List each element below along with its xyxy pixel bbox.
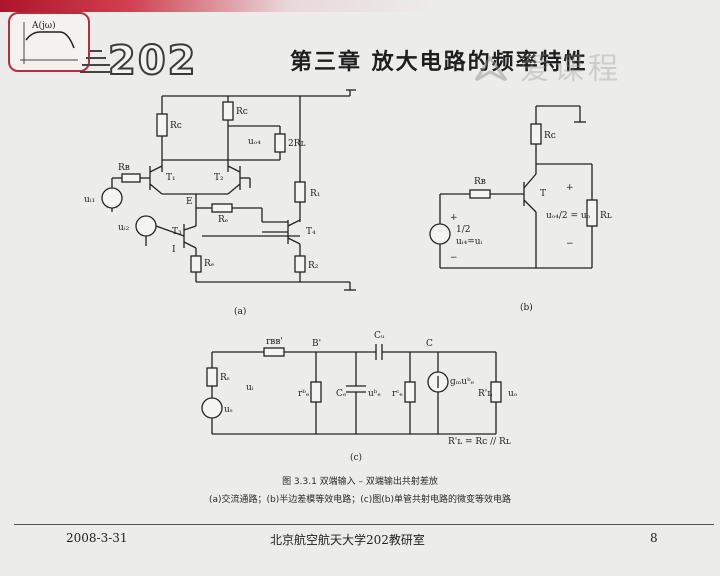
figure-caption-subtitle: (a)交流通路；(b)半边差模等效电路；(c)图(b)单管共射电路的微变等效电路	[209, 495, 511, 505]
label-ui1: uᵢ₁	[84, 195, 95, 205]
label-c-gm: gₘuᵇₑ	[450, 377, 475, 387]
circuit-b	[429, 105, 598, 269]
watermark-logo-icon	[474, 55, 508, 82]
label-t1: T₁	[166, 173, 176, 183]
label-b-minus1: −	[566, 239, 574, 249]
header-band	[0, 0, 720, 12]
logo-graph-label: A(jω)	[31, 20, 56, 31]
label-b-rb: Rʙ	[474, 177, 486, 187]
label-c-us: uₛ	[224, 405, 233, 415]
label-r2: R₂	[308, 261, 319, 271]
circuit-a	[101, 89, 356, 291]
label-b-plus1: +	[566, 183, 574, 193]
label-rc2: Rᴄ	[236, 107, 248, 117]
label-c-uo: uₒ	[508, 389, 518, 399]
logo-frequency-graph: A(jω)	[8, 12, 90, 72]
label-c: (c)	[350, 452, 362, 463]
label-c-ce: Cₑ	[336, 389, 347, 399]
watermark-text: 爱课程	[520, 52, 622, 87]
logo-stripes-icon	[80, 50, 110, 73]
label-r1: R₁	[310, 189, 320, 199]
label-re: Rₑ	[218, 215, 229, 225]
label-b-uid: uᵢ₄=uᵢ	[456, 237, 483, 247]
label-a: (a)	[234, 306, 246, 317]
page-number: 8	[650, 531, 658, 545]
label-c-ui: uᵢ	[246, 383, 254, 393]
label-t3: T₃	[172, 227, 182, 237]
label-c-rbe: rᵇₑ	[298, 389, 310, 399]
label-c-formula: R'ʟ = Rᴄ // Rʟ	[448, 437, 511, 447]
label-c-rbb: rʙʙ'	[266, 337, 283, 347]
label-c-c: C	[426, 339, 433, 349]
figure-caption-title: 图 3.3.1 双端输入 – 双端输出共射差放	[282, 477, 438, 487]
label-c-bp: B'	[312, 339, 321, 349]
label-c-ube: uᵇₑ	[368, 389, 381, 399]
label-t2: T₂	[214, 173, 224, 183]
label-b-plus2: +	[450, 213, 458, 223]
label-c-cu: Cᵤ	[374, 331, 385, 341]
label-c-rce: rᶜₑ	[392, 389, 403, 399]
label-b-minus2: −	[450, 253, 458, 263]
label-uod: uₒ₄	[248, 137, 261, 147]
circuit-diagrams: Rᴄ Rᴄ 2Rʟ uₒ₄ uᵢ₁ Rʙ T₁ T₂ E Rₑ uᵢ₂ T₃ I…	[84, 89, 612, 463]
label-rc1: Rᴄ	[170, 121, 182, 131]
label-re2: Rₑ	[204, 259, 215, 269]
footer-organization: 北京航空航天大学202教研室	[270, 533, 425, 547]
circuit-c	[201, 344, 502, 435]
label-t4: T₄	[306, 227, 316, 237]
label-e: E	[186, 197, 193, 207]
chapter-title: 第三章 放大电路的频率特性	[290, 49, 588, 75]
label-c-rs: Rₛ	[220, 373, 230, 383]
label-ui2: uᵢ₂	[118, 223, 130, 233]
label-2rl: 2Rʟ	[288, 139, 306, 149]
frequency-response-icon: A(jω)	[20, 20, 78, 64]
label-i: I	[172, 245, 176, 255]
label-b-t: T	[540, 189, 546, 199]
label-b-uod: uₒ₄/2 = uₒ	[546, 211, 591, 221]
label-b-rc: Rᴄ	[544, 131, 556, 141]
label-rb1: Rʙ	[118, 163, 130, 173]
logo-202: 202	[107, 37, 198, 85]
label-b-rl: Rʟ	[600, 211, 612, 221]
label-c-rl: R'ʟ	[478, 389, 492, 399]
footer-divider	[14, 524, 714, 525]
label-b-half: 1/2	[456, 225, 470, 235]
label-b: (b)	[520, 302, 533, 313]
footer-date: 2008-3-31	[66, 531, 128, 545]
